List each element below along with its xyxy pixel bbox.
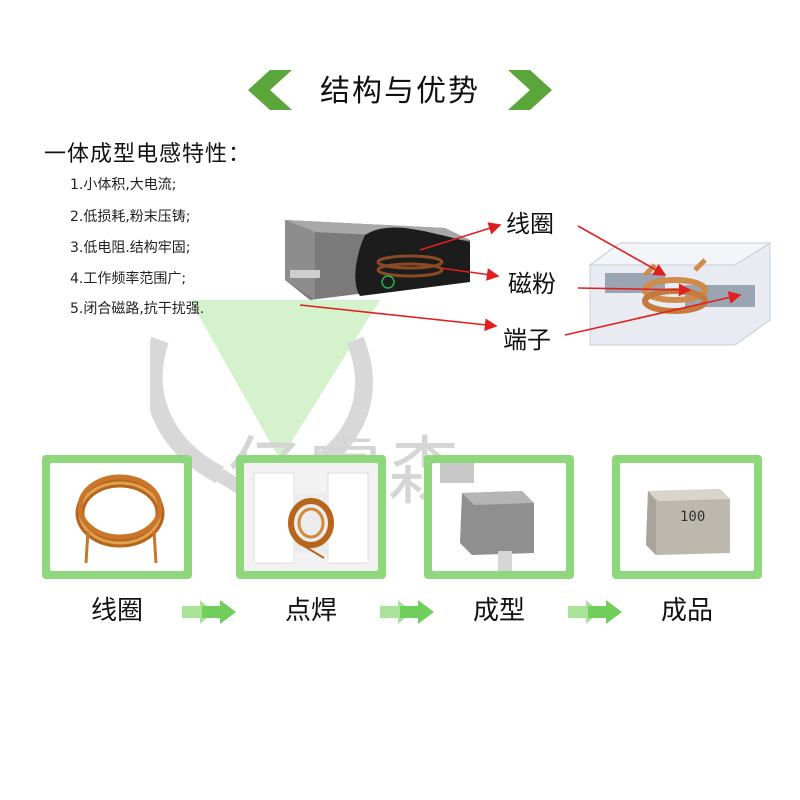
step-frame-coil [42, 455, 192, 579]
feature-item: 2.低损耗,粉末压铸; [70, 209, 191, 225]
step-frame-spot-weld [236, 455, 386, 579]
feature-item: 1.小体积,大电流; [70, 177, 177, 193]
product-marking: 100 [680, 509, 706, 525]
step-label-finished: 成品 [660, 596, 713, 626]
step-label-spot-weld: 点焊 [284, 596, 337, 626]
step-arrow-icon [380, 600, 434, 624]
molded-component-image [440, 463, 534, 571]
step-arrow-icon [182, 600, 236, 624]
feature-item: 3.低电阻.结构牢固; [70, 240, 191, 256]
step-frame-finished: 100 [612, 455, 762, 579]
page-title: 结构与优势 [320, 74, 480, 109]
step-label-coil: 线圈 [90, 596, 143, 626]
step-arrow-icon [568, 600, 622, 624]
label-coil: 线圈 [506, 210, 554, 238]
spot-welded-coil-image [253, 472, 369, 564]
features-title: 一体成型电感特性： [44, 142, 252, 167]
step-label-molding: 成型 [472, 596, 525, 626]
copper-coil-image [75, 474, 165, 564]
label-magnetic-powder: 磁粉 [508, 270, 556, 298]
label-terminal: 端子 [503, 326, 551, 354]
feature-item: 4.工作频率范围广; [70, 271, 187, 287]
title-banner [248, 70, 552, 110]
finished-inductor-image [646, 489, 730, 555]
step-frame-molding [424, 455, 574, 579]
inductor-cross-section-image [285, 220, 470, 300]
feature-item: 5.闭合磁路,抗干扰强. [70, 301, 205, 317]
